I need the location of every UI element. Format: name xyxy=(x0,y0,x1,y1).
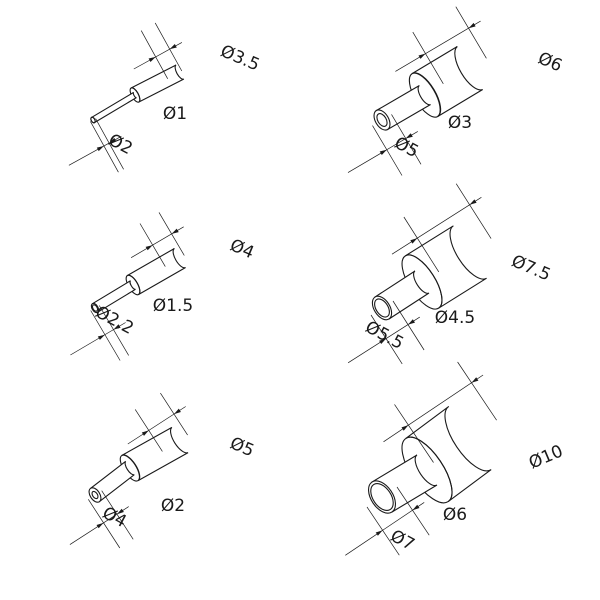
tip-diameter-dimension-line xyxy=(345,502,425,556)
bore-hole xyxy=(91,490,99,500)
outer-diameter-arrow xyxy=(145,245,153,251)
small-tube-body xyxy=(90,91,137,124)
tip-diameter-arrow xyxy=(97,334,105,340)
outer-diameter-label: Ø10 xyxy=(526,441,566,473)
tip-diameter-extension-line xyxy=(95,118,124,170)
tip-diameter-extension-line xyxy=(370,314,403,365)
tip-diameter-arrow xyxy=(375,530,383,536)
outer-diameter-arrow xyxy=(418,53,426,59)
bore-hole xyxy=(370,483,394,511)
outer-diameter-arrow xyxy=(401,425,409,431)
bore-diameter-label: Ø1.5 xyxy=(153,296,193,316)
bore-hole xyxy=(376,113,388,127)
outer-diameter-arrow xyxy=(169,44,177,50)
tip-diameter-arrow xyxy=(408,319,415,325)
outer-diameter-label: Ø4 xyxy=(227,235,257,263)
bore-hole xyxy=(90,116,96,124)
outer-diameter-arrow xyxy=(141,430,149,436)
large-sleeve-body xyxy=(127,248,186,295)
tip-diameter-arrow xyxy=(116,508,124,515)
small-tube-body xyxy=(89,460,135,503)
tip-diameter-extension-line xyxy=(90,121,119,173)
tip-end-face xyxy=(371,295,393,321)
tip-diameter-label: Ø2 xyxy=(105,130,136,159)
tip-diameter-label: Ø4 xyxy=(99,503,130,532)
tip-diameter-label: Ø5.5 xyxy=(362,317,407,354)
bore-hole xyxy=(91,304,99,312)
tip-diameter-extension-line xyxy=(372,125,403,176)
bore-diameter-label: Ø6 xyxy=(443,505,467,525)
tip-end-face xyxy=(368,480,396,514)
tip-diameter-arrow xyxy=(379,338,387,344)
tip-diameter-extension-line xyxy=(90,310,121,361)
tip-diameter-arrow xyxy=(96,146,104,152)
bore-diameter-label: Ø1 xyxy=(163,104,187,124)
tip-end-face xyxy=(88,487,102,503)
outer-diameter-label: Ø5 xyxy=(227,433,257,461)
outer-diameter-arrow xyxy=(171,228,179,234)
outer-diameter-dimension-line xyxy=(383,374,484,443)
ferrule-figure-4: Ø7.5Ø5.5 Ø4.5 xyxy=(347,183,553,365)
outer-diameter-arrow xyxy=(469,199,477,205)
small-tube-body xyxy=(91,280,136,314)
large-sleeve-body xyxy=(412,46,483,117)
bore-diameter-label: Ø3 xyxy=(448,113,472,133)
tip-diameter-arrow xyxy=(412,504,420,511)
tip-diameter-arrow xyxy=(96,522,104,529)
outer-diameter-extension-line xyxy=(455,6,487,59)
tip-diameter-extension-line xyxy=(391,114,422,165)
outer-diameter-extension-line xyxy=(412,31,444,84)
bore-hole xyxy=(374,298,390,318)
tip-diameter-extension-line xyxy=(88,499,121,549)
outer-diameter-extension-line xyxy=(140,30,169,79)
tip-diameter-arrow xyxy=(379,149,387,155)
outer-diameter-arrow xyxy=(410,238,418,244)
outer-diameter-extension-line xyxy=(154,22,183,72)
tip-diameter-extension-line xyxy=(98,305,130,356)
outer-diameter-dimension-line xyxy=(391,197,482,255)
outer-diameter-arrow xyxy=(471,377,479,383)
tip-diameter-label: Ø2.2 xyxy=(92,302,137,339)
outer-diameter-arrow xyxy=(468,22,476,29)
outer-diameter-extension-line xyxy=(403,216,440,273)
outer-diameter-label: Ø3.5 xyxy=(217,41,262,75)
outer-diameter-label: Ø7.5 xyxy=(508,251,553,285)
outer-diameter-arrow xyxy=(148,56,156,62)
tip-diameter-extension-line xyxy=(366,506,400,556)
tip-diameter-arrow xyxy=(113,324,121,330)
bore-diameter-label: Ø2 xyxy=(161,496,185,516)
outer-diameter-extension-line xyxy=(455,183,492,239)
tip-diameter-arrow xyxy=(109,137,117,144)
ferrule-figure-1: Ø3.5Ø2 Ø1 xyxy=(68,22,262,173)
small-tube-body xyxy=(375,85,431,131)
outer-diameter-extension-line xyxy=(394,404,434,463)
outer-diameter-dimension-line xyxy=(395,20,481,72)
tip-diameter-arrow xyxy=(405,133,413,139)
outer-diameter-extension-line xyxy=(457,361,497,421)
tip-diameter-extension-line xyxy=(101,490,134,540)
bore-diameter-label: Ø4.5 xyxy=(435,308,475,328)
tip-end-face xyxy=(90,302,100,314)
tip-diameter-extension-line xyxy=(392,300,425,351)
large-sleeve-body xyxy=(121,426,189,482)
tip-diameter-label: Ø7 xyxy=(387,526,418,555)
outer-diameter-arrow xyxy=(174,408,181,415)
tip-diameter-extension-line xyxy=(396,486,430,536)
outer-diameter-label: Ø6 xyxy=(535,48,565,76)
